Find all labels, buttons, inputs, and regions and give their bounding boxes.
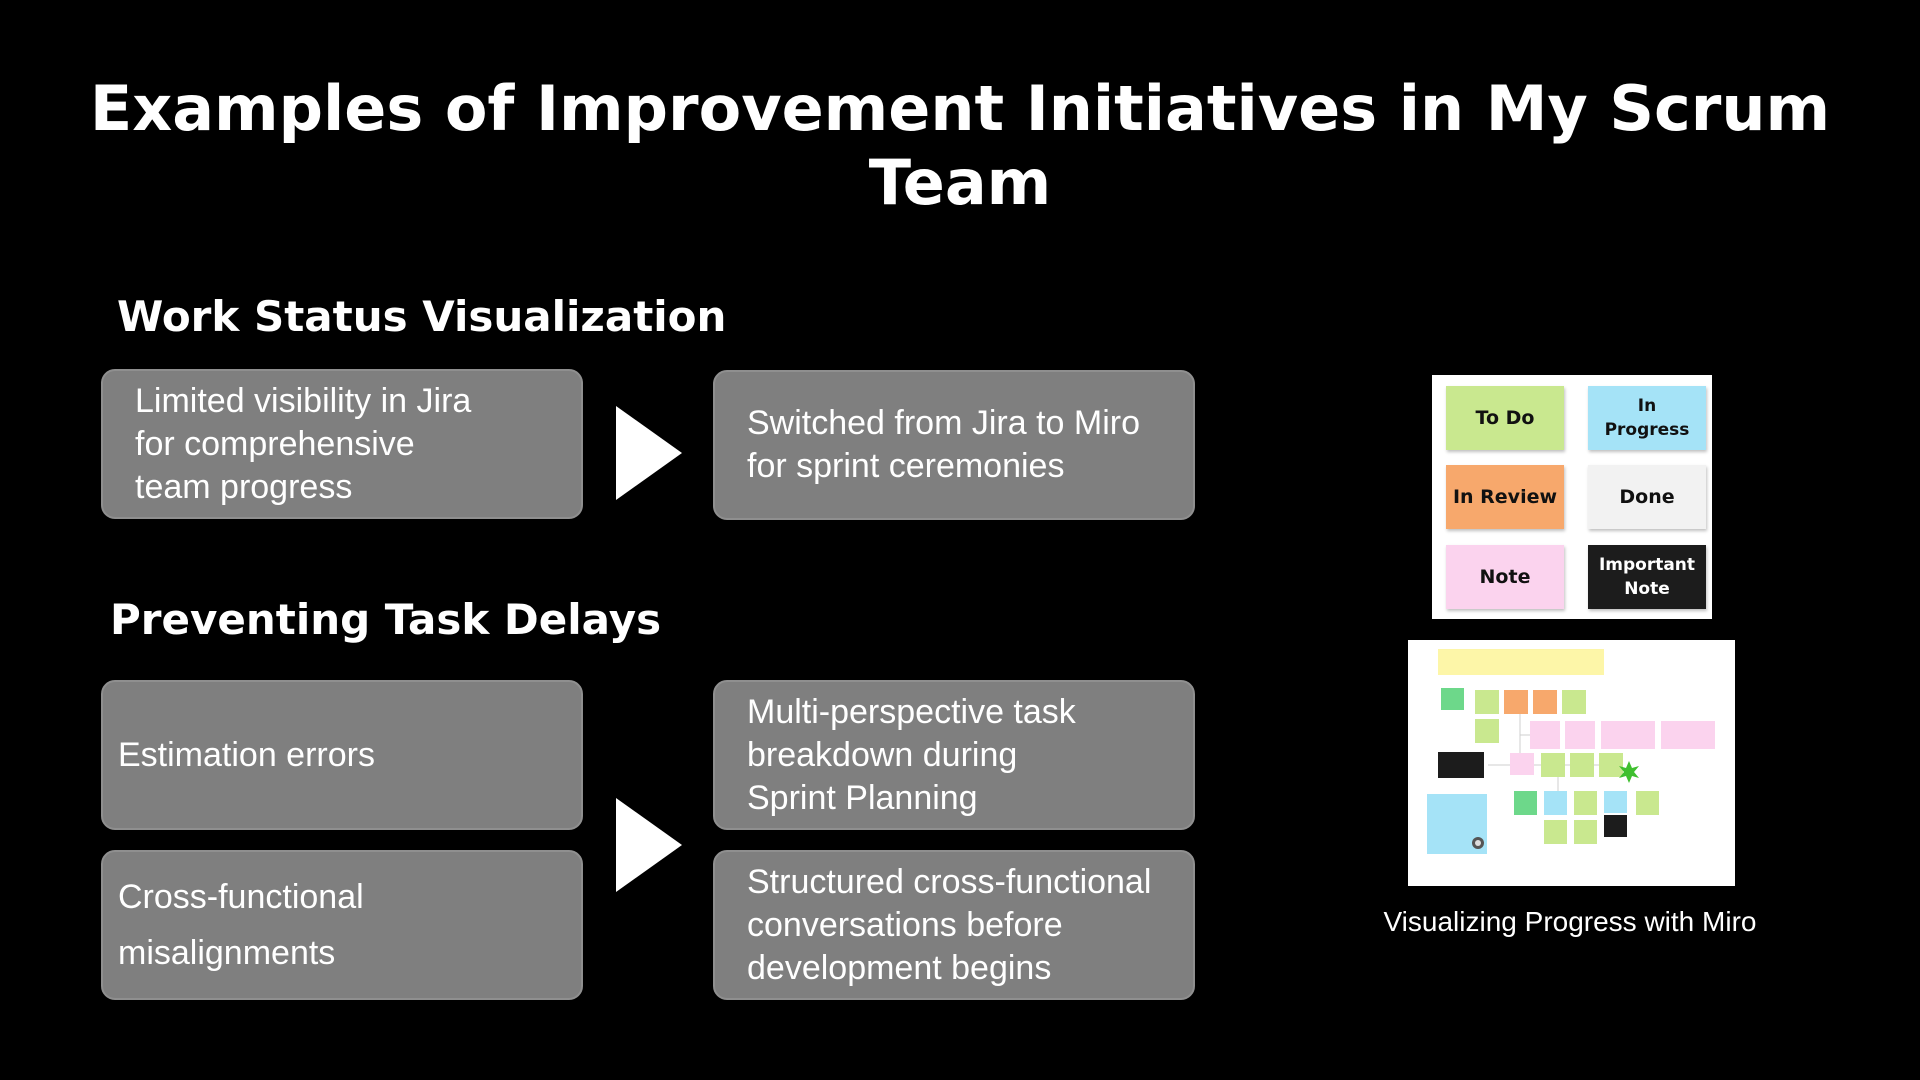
legend-sticky-note: Note — [1446, 545, 1564, 609]
legend-label: In Progress — [1604, 396, 1690, 440]
legend-sticky-to-do: To Do — [1446, 386, 1564, 450]
sticky-legend-card: To Do In Progress In Review Done Note Im… — [1432, 375, 1712, 619]
section-heading-preventing-delays: Preventing Task Delays — [110, 595, 662, 644]
solution-box-switched-to-miro: Switched from Jira to Miro for sprint ce… — [713, 370, 1195, 520]
problem-text: Limited visibility in Jira for comprehen… — [135, 381, 472, 506]
legend-sticky-in-review: In Review — [1446, 465, 1564, 529]
solution-text: Switched from Jira to Miro for sprint ce… — [747, 404, 1140, 485]
section-heading-work-status: Work Status Visualization — [117, 292, 727, 341]
slide-title-text: Examples of Improvement Initiatives in M… — [89, 72, 1831, 219]
arrow-right-icon — [616, 406, 682, 500]
legend-label: Important Note — [1598, 555, 1696, 599]
miro-board-thumbnail — [1408, 640, 1735, 886]
legend-sticky-done: Done — [1588, 465, 1706, 529]
solution-box-structured-conversations: Structured cross-functional conversation… — [713, 850, 1195, 1000]
legend-label: Done — [1619, 485, 1675, 508]
arrow-right-icon — [616, 798, 682, 892]
board-caption: Visualizing Progress with Miro — [1383, 906, 1757, 937]
legend-label: In Review — [1452, 485, 1558, 508]
miro-board-drawing — [1427, 649, 1715, 854]
legend-label: To Do — [1475, 406, 1535, 429]
problem-box-cross-functional: Cross-functional misalignments — [101, 850, 583, 1000]
solution-text: Multi-perspective task breakdown during … — [747, 692, 1076, 817]
problem-text: Estimation errors — [118, 735, 375, 774]
problem-box-limited-visibility: Limited visibility in Jira for comprehen… — [101, 369, 583, 519]
legend-sticky-in-progress: In Progress — [1588, 386, 1706, 450]
solution-text: Structured cross-functional conversation… — [747, 862, 1152, 987]
board-header-note — [1438, 649, 1604, 675]
slide-title: Examples of Improvement Initiatives in M… — [0, 72, 1920, 220]
problem-box-estimation-errors: Estimation errors — [101, 680, 583, 830]
solution-box-task-breakdown: Multi-perspective task breakdown during … — [713, 680, 1195, 830]
legend-label: Note — [1479, 565, 1531, 588]
problem-text: Cross-functional misalignments — [118, 878, 364, 972]
legend-sticky-important-note: Important Note — [1588, 545, 1706, 609]
